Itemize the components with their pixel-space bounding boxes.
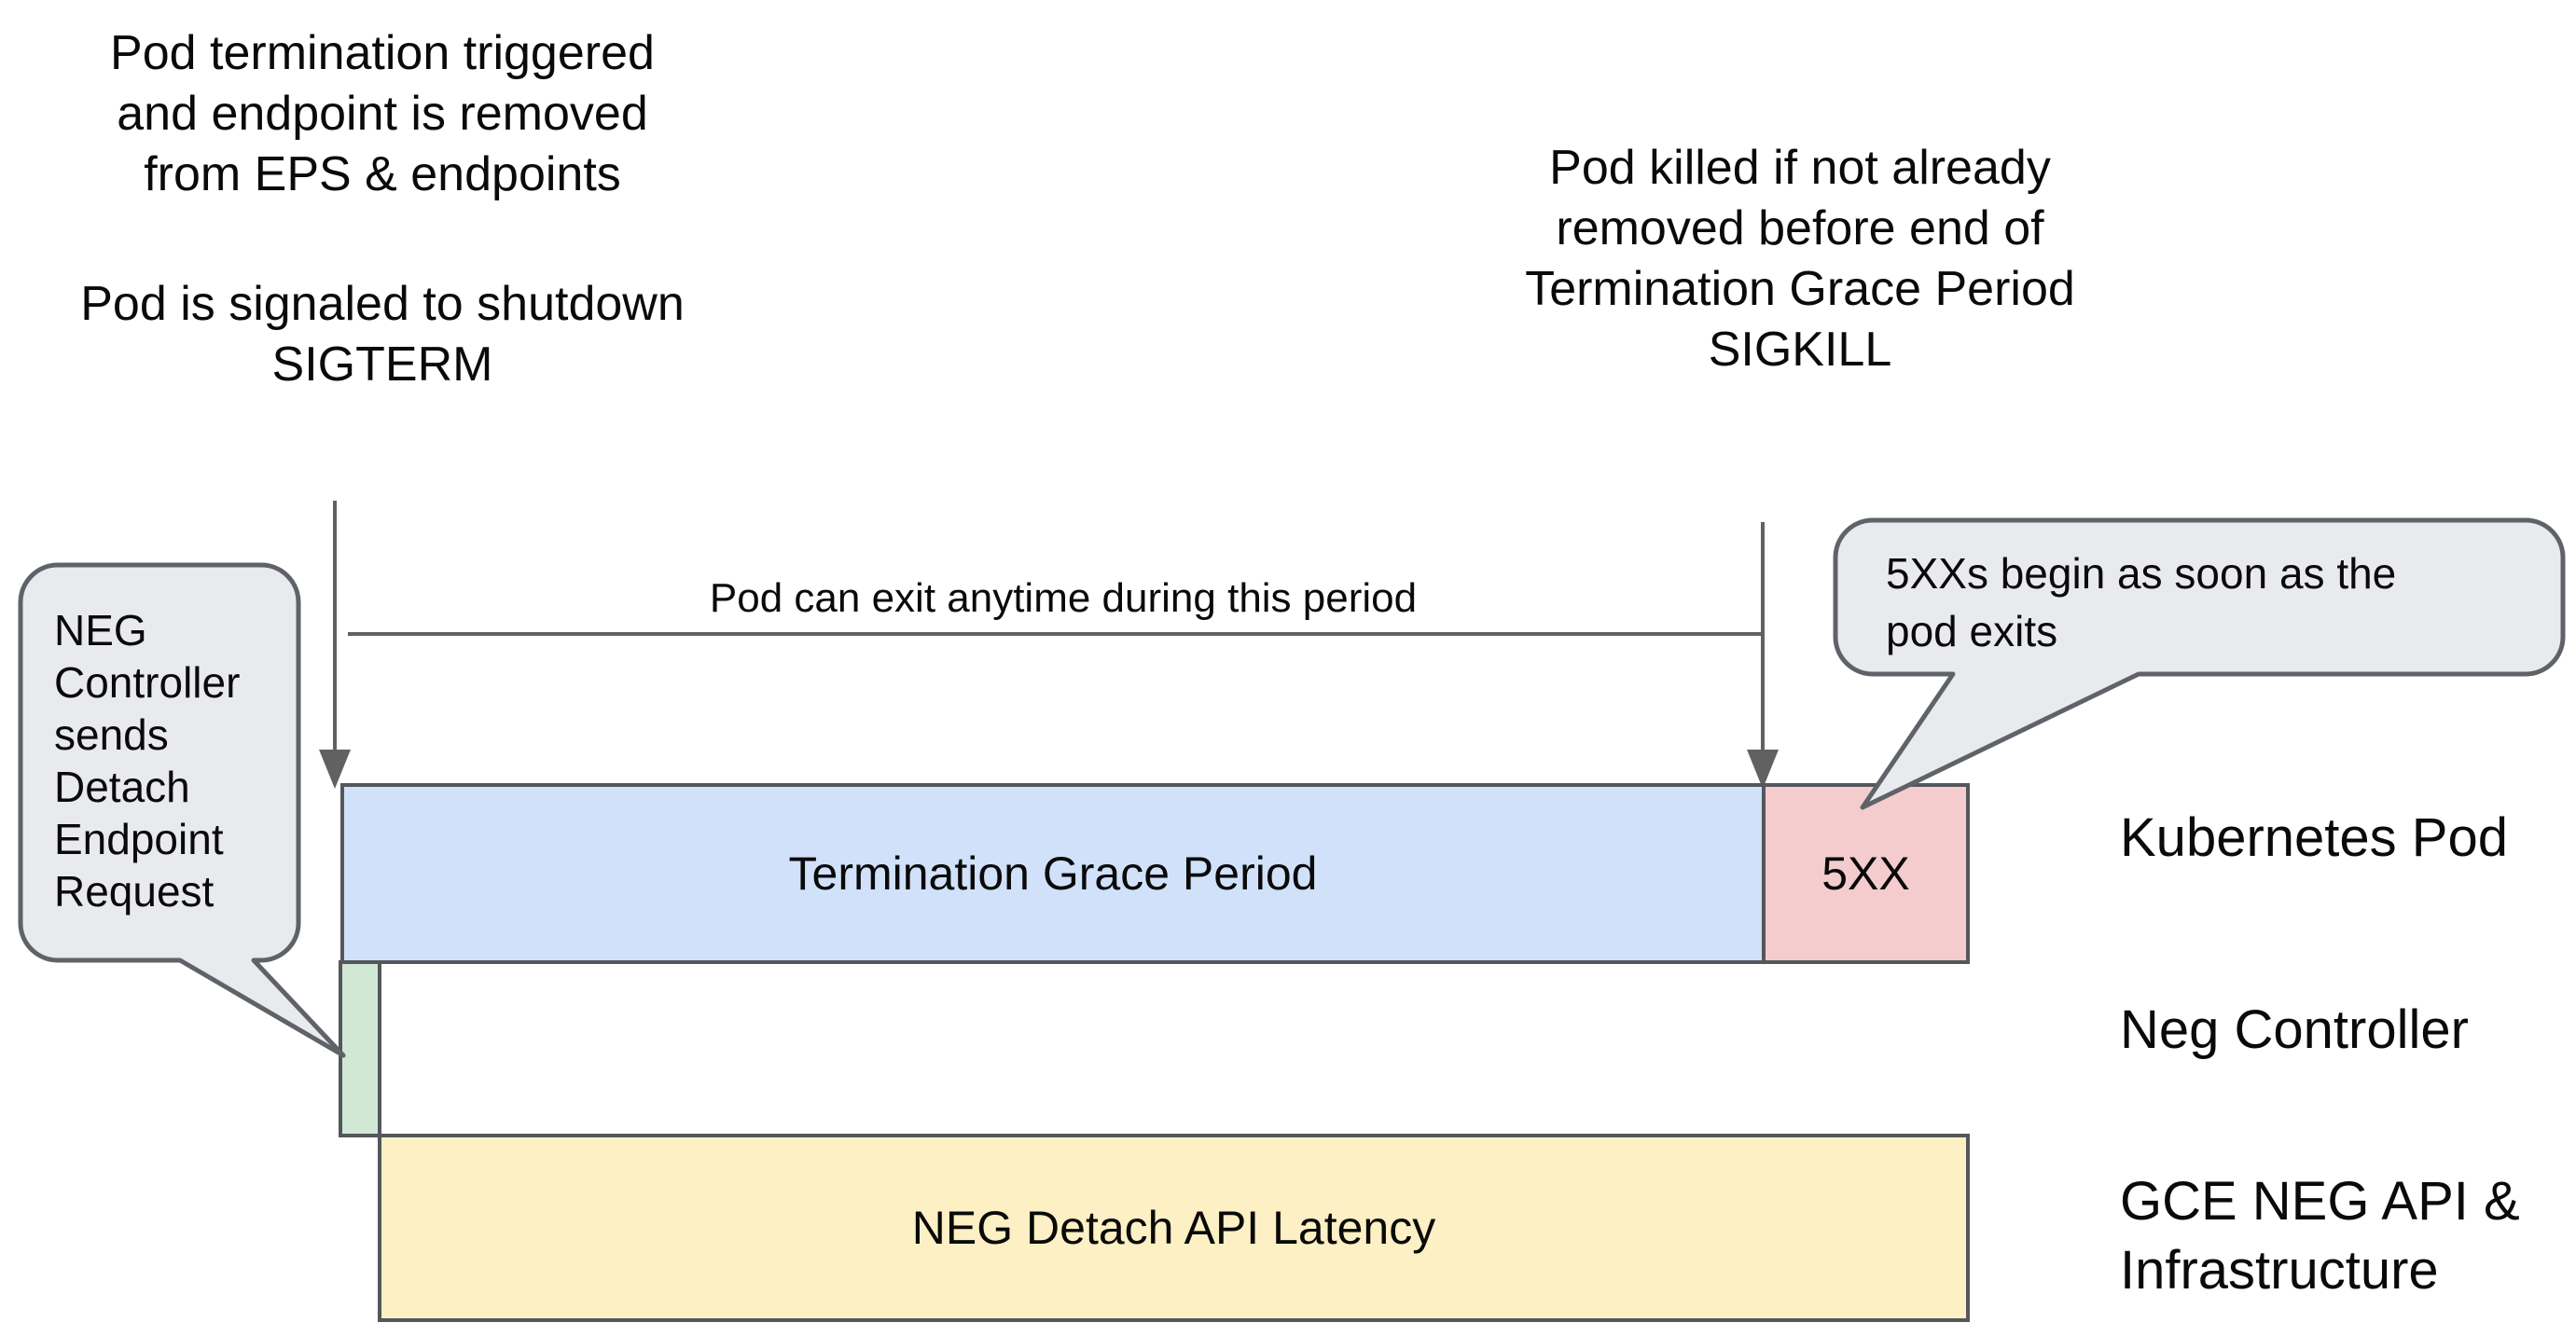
sigterm-event-arrowhead bbox=[319, 750, 351, 789]
termination-grace-period-bar-label: Termination Grace Period bbox=[788, 847, 1318, 900]
neg-controller-callout-text: NEG Controller sends Detach Endpoint Req… bbox=[54, 604, 278, 917]
neg-detach-api-latency-bar-label: NEG Detach API Latency bbox=[911, 1202, 1436, 1254]
neg-controller-callout-line: sends bbox=[54, 710, 169, 759]
termination-grace-period-bar bbox=[340, 783, 1766, 964]
neg-controller-callout-line: NEG bbox=[54, 606, 147, 654]
neg-controller-callout-line: Endpoint bbox=[54, 815, 224, 863]
sigkill-event-arrowhead bbox=[1747, 750, 1779, 789]
row-label-gce-neg-api-line: Infrastructure bbox=[2120, 1240, 2439, 1301]
neg-detach-request-marker-bar bbox=[339, 960, 381, 1137]
neg-controller-callout-line: Detach bbox=[54, 763, 190, 811]
pod-termination-note-line: and endpoint is removed bbox=[117, 87, 648, 141]
neg-controller-callout-bubble bbox=[18, 562, 346, 1058]
pod-termination-note-line: from EPS & endpoints bbox=[144, 147, 621, 201]
row-label-gce-neg-api: GCE NEG API & Infrastructure bbox=[2120, 1167, 2520, 1305]
five-xx-bar-label: 5XX bbox=[1821, 847, 1910, 900]
five-xx-callout-bubble bbox=[1833, 517, 2566, 810]
row-label-kubernetes-pod: Kubernetes Pod bbox=[2120, 807, 2508, 868]
five-xx-callout-line: 5XXs begin as soon as the bbox=[1886, 549, 2397, 598]
neg-controller-callout-line: Controller bbox=[54, 658, 241, 707]
pod-signaled-note-line: SIGTERM bbox=[271, 337, 493, 392]
five-xx-callout-line: pod exits bbox=[1886, 607, 2058, 655]
five-xx-bar bbox=[1762, 783, 1970, 964]
pod-killed-note-line: Termination Grace Period bbox=[1525, 262, 2075, 316]
pod-killed-note-line: SIGKILL bbox=[1708, 323, 1892, 377]
pod-killed-note-line: removed before end of bbox=[1556, 201, 2044, 255]
pod-signaled-note-line: Pod is signaled to shutdown bbox=[80, 277, 685, 331]
pod-killed-note-line: Pod killed if not already bbox=[1549, 141, 2051, 195]
pod-termination-note-line: Pod termination triggered bbox=[110, 26, 655, 80]
row-label-gce-neg-api-line: GCE NEG API & bbox=[2120, 1171, 2520, 1232]
neg-detach-api-latency-bar bbox=[378, 1134, 1970, 1322]
neg-controller-callout-line: Request bbox=[54, 867, 215, 916]
pod-signaled-note: Pod is signaled to shutdown SIGTERM bbox=[65, 274, 699, 395]
pod-killed-note: Pod killed if not already removed before… bbox=[1483, 138, 2117, 380]
pod-termination-note: Pod termination triggered and endpoint i… bbox=[65, 23, 699, 205]
row-label-neg-controller: Neg Controller bbox=[2120, 999, 2469, 1060]
exit-period-label: Pod can exit anytime during this period bbox=[709, 575, 1418, 621]
five-xx-callout-text: 5XXs begin as soon as the pod exits bbox=[1886, 544, 2539, 660]
